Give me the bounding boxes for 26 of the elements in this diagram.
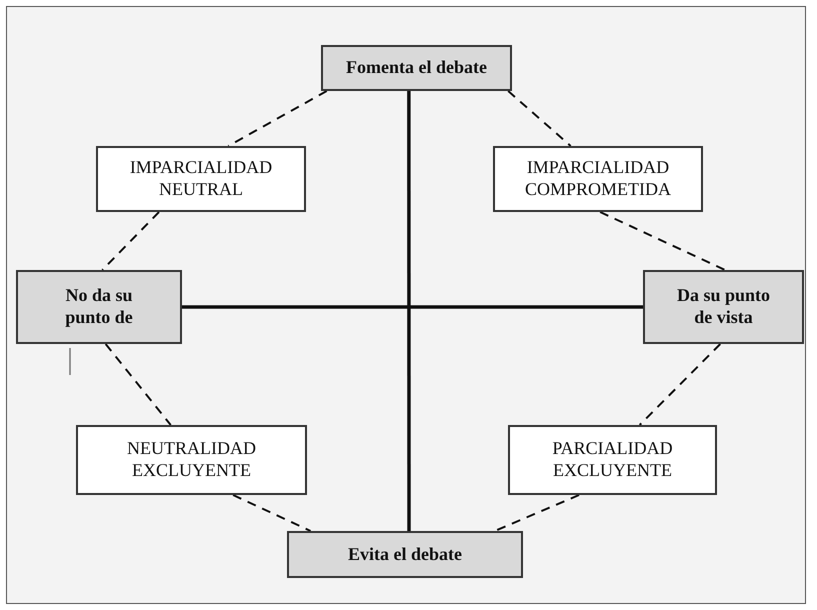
- axis-pole-box: [287, 531, 523, 578]
- dashed-connector: [232, 494, 312, 532]
- axis-line: [182, 305, 643, 309]
- box-label: No da su punto de: [64, 285, 134, 329]
- dashed-connector: [494, 494, 580, 532]
- axis-pole-box: [643, 270, 804, 344]
- box-label: Da su punto de vista: [676, 285, 772, 329]
- quadrant-box: [493, 146, 703, 212]
- quadrant-box: [76, 425, 307, 495]
- dashed-connector: [638, 343, 721, 426]
- box-label: Evita el debate: [348, 544, 462, 566]
- quadrant-box: [96, 146, 306, 212]
- dashed-connector: [508, 90, 572, 147]
- box-label: NEUTRALIDAD EXCLUYENTE: [126, 438, 257, 482]
- box-label: PARCIALIDAD EXCLUYENTE: [551, 438, 674, 482]
- box-label: IMPARCIALIDAD NEUTRAL: [128, 157, 274, 201]
- dashed-connector: [104, 343, 172, 426]
- quadrant-box: [508, 425, 717, 495]
- axis-pole-box: [16, 270, 182, 344]
- dashed-connector: [228, 90, 328, 147]
- axis-pole-box: [321, 45, 512, 91]
- dashed-connector: [102, 211, 160, 271]
- axis-line: [407, 91, 411, 531]
- box-label: Fomenta el debate: [346, 57, 487, 79]
- dashed-connector: [600, 211, 726, 271]
- box-label: IMPARCIALIDAD COMPROMETIDA: [524, 157, 672, 201]
